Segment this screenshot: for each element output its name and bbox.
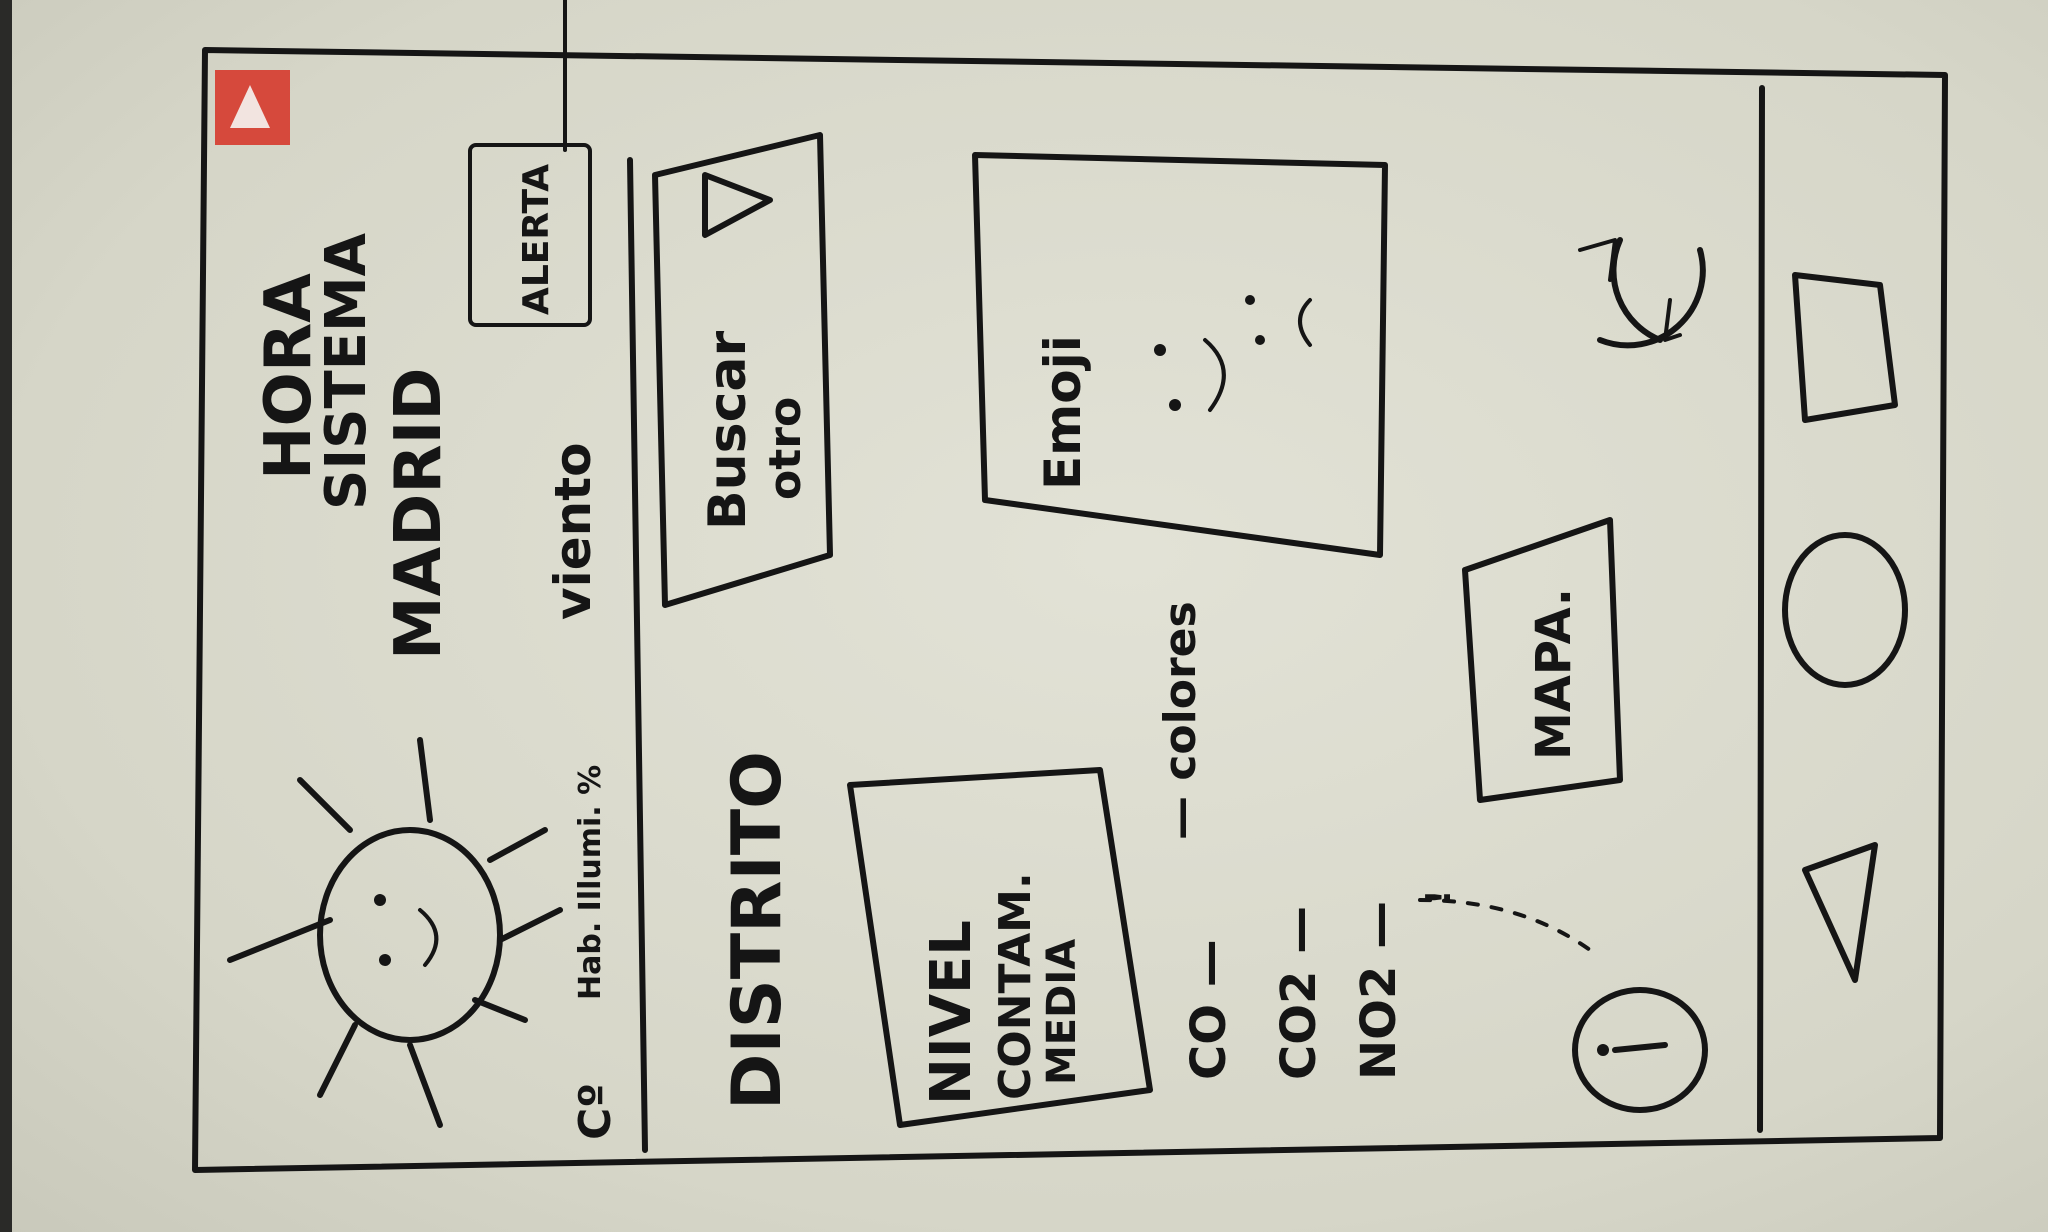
search-label-line-1: Buscar — [698, 330, 758, 530]
level-line-2: CONTAM. — [990, 872, 1041, 1100]
annotation-marker: ! — [1419, 889, 1459, 905]
svg-text:NO2 —: NO2 — — [1351, 901, 1407, 1080]
map-button-label: MAPA. — [1526, 588, 1582, 760]
search-label-line-2: otro — [760, 397, 811, 500]
title-line-2: SISTEMA — [314, 232, 379, 510]
happy-face-icon — [1154, 338, 1226, 412]
nav-home-button[interactable] — [1782, 532, 1908, 688]
section-divider — [627, 157, 648, 1153]
title-line-3: MADRID — [382, 367, 456, 660]
alert-button-label: ALERTA — [516, 164, 557, 315]
svg-text:CO2 —: CO2 — — [1271, 906, 1327, 1080]
phone-frame — [192, 47, 1948, 1173]
nav-divider — [1757, 85, 1765, 1133]
wind-label: viento — [544, 443, 602, 621]
search-other-button[interactable]: Buscar otro — [652, 132, 833, 608]
nav-recent-button[interactable] — [1792, 272, 1898, 423]
illumination-label: Hab. Illumi. % — [573, 765, 608, 1000]
annotation-dashed-line — [1418, 898, 1592, 952]
sun-icon — [227, 737, 563, 1128]
square-recent-icon — [1792, 272, 1898, 423]
colors-label: — colores — [1155, 601, 1206, 840]
emoji-panel: Emoji — [972, 152, 1388, 558]
circle-home-icon — [1782, 532, 1908, 688]
dropdown-triangle-icon — [702, 172, 773, 238]
svg-text:CO —: CO — — [1181, 939, 1237, 1080]
info-icon — [1612, 1042, 1668, 1053]
pollution-level-panel: NIVEL CONTAM. MEDIA — [847, 767, 1153, 1128]
paper-shadow — [0, 0, 12, 1232]
district-title: DISTRITO — [718, 751, 797, 1110]
refresh-icon[interactable] — [1578, 237, 1706, 349]
title-line-1: HORA — [252, 273, 326, 480]
level-line-3: MEDIA — [1039, 939, 1085, 1085]
pollutant-co2: CO2 — — [1271, 906, 1327, 1080]
sad-face-icon — [1245, 295, 1312, 347]
map-button[interactable]: MAPA. — [1462, 517, 1623, 803]
app-logo — [215, 70, 290, 145]
pollutant-co: CO — — [1181, 939, 1237, 1080]
pollutant-no2: NO2 — — [1351, 901, 1407, 1080]
level-line-1: NIVEL — [919, 920, 984, 1105]
triangle-back-icon — [1802, 842, 1878, 983]
alert-button[interactable]: ALERTA — [468, 143, 592, 327]
info-button[interactable] — [1572, 987, 1708, 1113]
temperature-label: Cº — [570, 1083, 621, 1140]
emoji-label: Emoji — [1034, 335, 1092, 490]
nav-back-button[interactable] — [1802, 842, 1878, 983]
